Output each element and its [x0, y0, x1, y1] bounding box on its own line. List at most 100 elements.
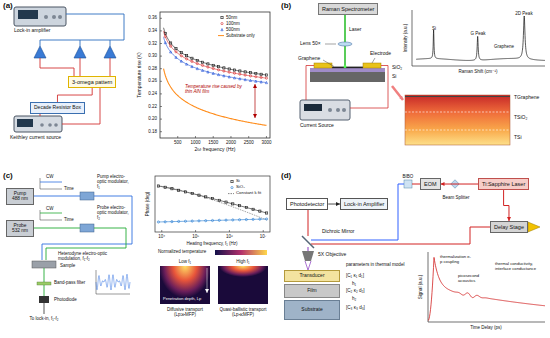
amplifier-symbol: [34, 46, 46, 58]
data-marker: [186, 55, 188, 57]
note: parameters in thermal model: [346, 262, 404, 267]
temperature-label: TSi: [514, 135, 522, 141]
data-marker: [238, 219, 240, 221]
transfer-arrow: [392, 86, 403, 100]
signal-wire: [110, 40, 111, 46]
part-label: Band-pass filter: [54, 280, 85, 285]
device-knob: [336, 108, 340, 112]
device-knob: [54, 123, 58, 127]
data-marker: [211, 197, 213, 199]
tick-label: 0.34: [148, 28, 157, 33]
data-marker: [157, 185, 159, 187]
data-marker: [198, 220, 200, 222]
data-marker: [191, 60, 193, 62]
node-text: Lock-in Amplifier: [344, 201, 384, 207]
data-marker: [191, 65, 193, 67]
inset-axis: [40, 178, 62, 189]
data-marker: [164, 186, 166, 188]
legend-text: 50nm: [226, 15, 237, 20]
part-label: Si: [392, 74, 396, 80]
device-display: [17, 119, 33, 127]
signal-trace: [428, 257, 545, 320]
graphene-layer-line: [405, 96, 510, 97]
data-marker: [221, 29, 223, 31]
probe-beam: [44, 268, 45, 282]
data-marker: [244, 71, 246, 73]
annotation: picosecond acoustics: [458, 274, 492, 283]
device-knob: [44, 15, 48, 19]
current-source-device: [14, 116, 62, 132]
laser-beam: [344, 14, 346, 66]
node-text: Decade Resistor Box: [34, 105, 81, 111]
data-marker: [170, 42, 172, 44]
tick-label: 0.22: [148, 104, 157, 109]
part-label: SiO₂: [392, 65, 402, 71]
peak-label: G Peak: [470, 31, 485, 36]
data-marker: [260, 81, 262, 83]
part-label: Heterodyne electro-optic modulation, f₁-…: [58, 251, 122, 261]
signal-label: CW: [46, 174, 54, 179]
axis-tick: [160, 30, 162, 31]
tick-label: 10⁴: [158, 234, 165, 239]
part-label: Lens 50×: [300, 41, 321, 47]
axis-tick: [263, 230, 264, 232]
data-marker: [239, 70, 241, 72]
probe-beam: [44, 285, 45, 296]
tick-label: 0.24: [148, 91, 157, 96]
axis-tick: [160, 43, 162, 44]
tick-label: 500: [174, 140, 182, 145]
temperature-label: TGraphene: [514, 95, 539, 101]
axis-title: Heating frequency, f₁ (Hz): [186, 241, 237, 246]
data-marker: [249, 72, 251, 74]
device-knob: [52, 15, 56, 19]
data-marker: [233, 69, 235, 71]
data-marker: [245, 206, 247, 208]
current-wire: [40, 58, 74, 76]
device-knob: [40, 123, 44, 127]
signal-label: CW: [46, 206, 54, 211]
sensor-pattern-box: 3-omega pattern: [68, 76, 116, 88]
data-marker: [164, 35, 166, 37]
data-marker: [186, 63, 188, 65]
tick-label: 0.32: [148, 41, 157, 46]
data-marker: [205, 196, 207, 198]
current-wire: [306, 66, 314, 101]
device-label: Keithley current source: [10, 135, 61, 141]
data-marker: [245, 218, 247, 220]
data-marker: [217, 73, 219, 75]
data-marker: [231, 187, 233, 189]
parameter-label: h₁: [352, 281, 356, 286]
image-title: High f₁: [236, 259, 249, 264]
signal-wire: [80, 40, 81, 46]
axis-tick: [266, 136, 267, 138]
axis-tick: [161, 230, 162, 232]
data-marker: [266, 212, 268, 214]
tick-label: 0.20: [148, 117, 157, 122]
data-marker: [212, 67, 214, 69]
layer-band: Transducer: [284, 270, 340, 282]
fit-curve: [158, 186, 266, 213]
data-marker: [196, 62, 198, 64]
node-text: Delay Stage: [494, 224, 524, 230]
cw-signal: [40, 182, 62, 183]
data-marker: [186, 58, 188, 60]
part-label: Pump electro-optic modulator, f₁: [97, 174, 131, 189]
signal-label: To lock-in, f₁-f₂: [30, 316, 59, 321]
data-marker: [239, 73, 241, 75]
parameter-label: [C₃ κ₃ d₃]: [346, 305, 365, 310]
annotation: thermalization e-p coupling: [440, 255, 472, 264]
data-marker: [198, 194, 200, 196]
detector-box: Photodetector: [286, 198, 328, 210]
layer-divider: [405, 112, 510, 113]
data-marker: [252, 208, 254, 210]
data-marker: [184, 220, 186, 222]
data-marker: [238, 205, 240, 207]
temperature-gradient: [405, 95, 510, 145]
panel-a: [14, 7, 270, 138]
data-marker: [223, 67, 225, 69]
axis-label: Time: [64, 186, 74, 191]
part-label: 5X Objective: [318, 252, 346, 258]
part-label: Photodiode: [54, 297, 77, 302]
peak-label: 2D Peak: [515, 11, 532, 16]
data-marker: [223, 70, 225, 72]
